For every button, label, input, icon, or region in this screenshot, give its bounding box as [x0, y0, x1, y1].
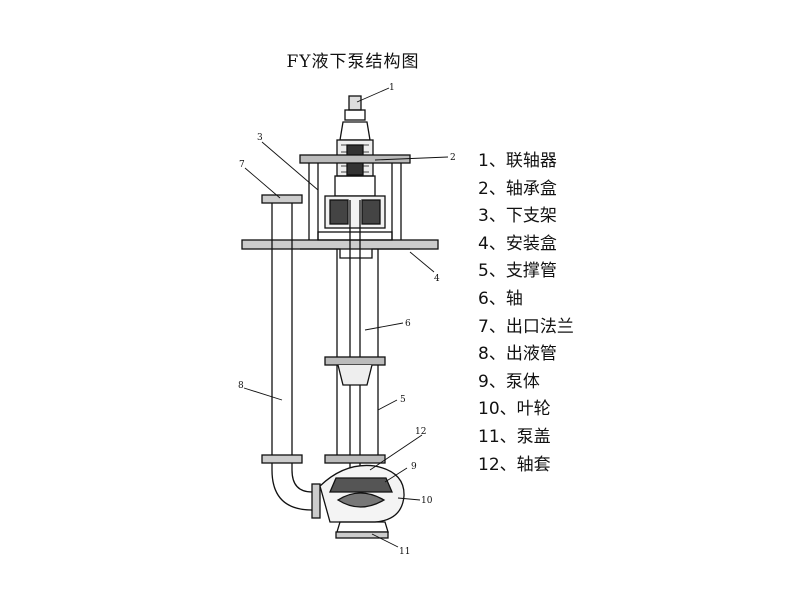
callout-6: 6: [405, 319, 411, 329]
callout-3: 3: [257, 133, 263, 143]
callout-11: 11: [399, 547, 410, 557]
callout-2: 2: [450, 153, 456, 163]
support-tube: [324, 200, 386, 470]
legend-item-mounting-box: 4、安装盒: [478, 233, 557, 254]
callout-10: 10: [421, 496, 433, 506]
diagram-title: FY液下泵结构图: [286, 52, 420, 72]
callout-5: 5: [400, 395, 406, 405]
legend-item-pump-cover: 11、泵盖: [478, 426, 551, 447]
legend-item-outlet-pipe: 8、出液管: [478, 344, 557, 365]
parts-legend: 1、联轴器 2、轴承盒 3、下支架 4、安装盒 5、支撑管 6、轴 7、出口法兰…: [478, 148, 574, 479]
callout-1: 1: [389, 83, 395, 93]
coupling: [336, 95, 374, 177]
callout-8: 8: [238, 381, 244, 391]
legend-item-coupling: 1、联轴器: [478, 151, 557, 171]
legend-item-lower-support: 3、下支架: [478, 206, 557, 227]
legend-item-impeller: 10、叶轮: [478, 399, 551, 420]
legend-item-shaft-sleeve: 12、轴套: [478, 454, 551, 475]
outlet-pipe: [261, 194, 321, 519]
bearing-box-frame: [299, 154, 411, 240]
callout-12: 12: [415, 427, 426, 437]
pump-body: [319, 464, 405, 539]
legend-item-bearing-box: 2、轴承盒: [478, 178, 557, 199]
legend-item-shaft: 6、轴: [478, 288, 523, 309]
callout-7: 7: [239, 160, 245, 170]
legend-item-pump-body: 9、泵体: [478, 371, 540, 392]
legend-item-support-tube: 5、支撑管: [478, 261, 557, 282]
callout-4: 4: [434, 274, 440, 284]
callout-9: 9: [411, 462, 417, 472]
legend-item-outlet-flange: 7、出口法兰: [478, 316, 574, 337]
